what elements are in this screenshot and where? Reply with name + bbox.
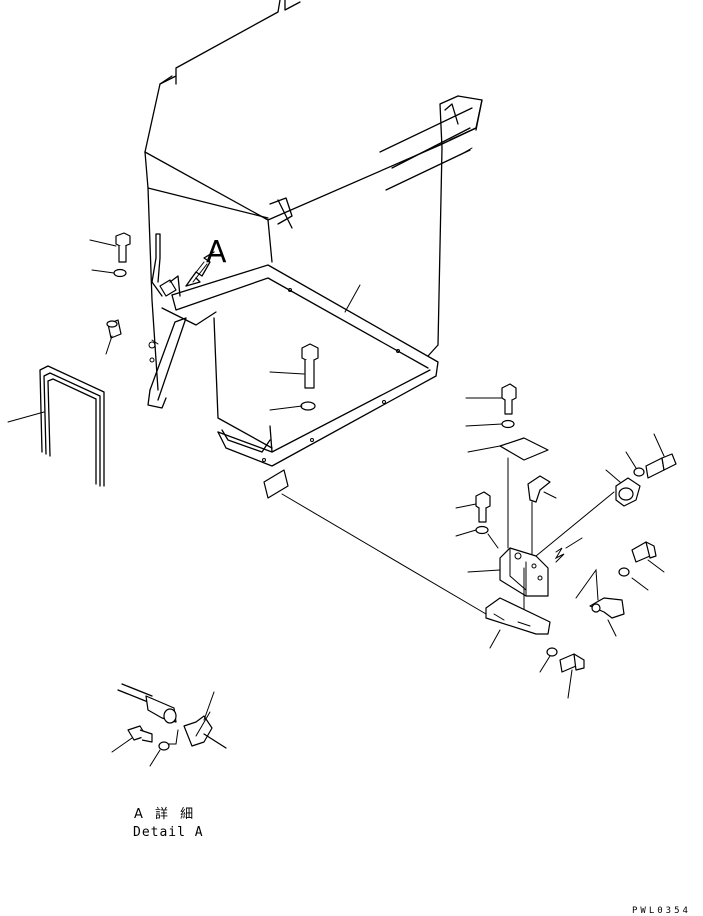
cab-body <box>144 0 483 391</box>
u-handle <box>7 365 105 487</box>
view-label-a: A <box>206 235 227 270</box>
detail-title-en: Detail A <box>133 825 204 840</box>
bolt-upper-left <box>89 232 131 278</box>
bushing <box>105 319 122 355</box>
view-arrow: A <box>185 235 227 287</box>
side-bracket <box>147 307 217 409</box>
bolt-center <box>269 343 319 411</box>
drawing-code: PWL0354 <box>632 906 691 916</box>
right-assembly <box>455 383 677 699</box>
small-plate <box>263 469 487 615</box>
base-frame <box>171 264 439 467</box>
detail-a-drawing <box>111 683 227 767</box>
cable-pipe <box>151 233 181 297</box>
detail-title-jp: A 詳 細 <box>134 806 197 822</box>
